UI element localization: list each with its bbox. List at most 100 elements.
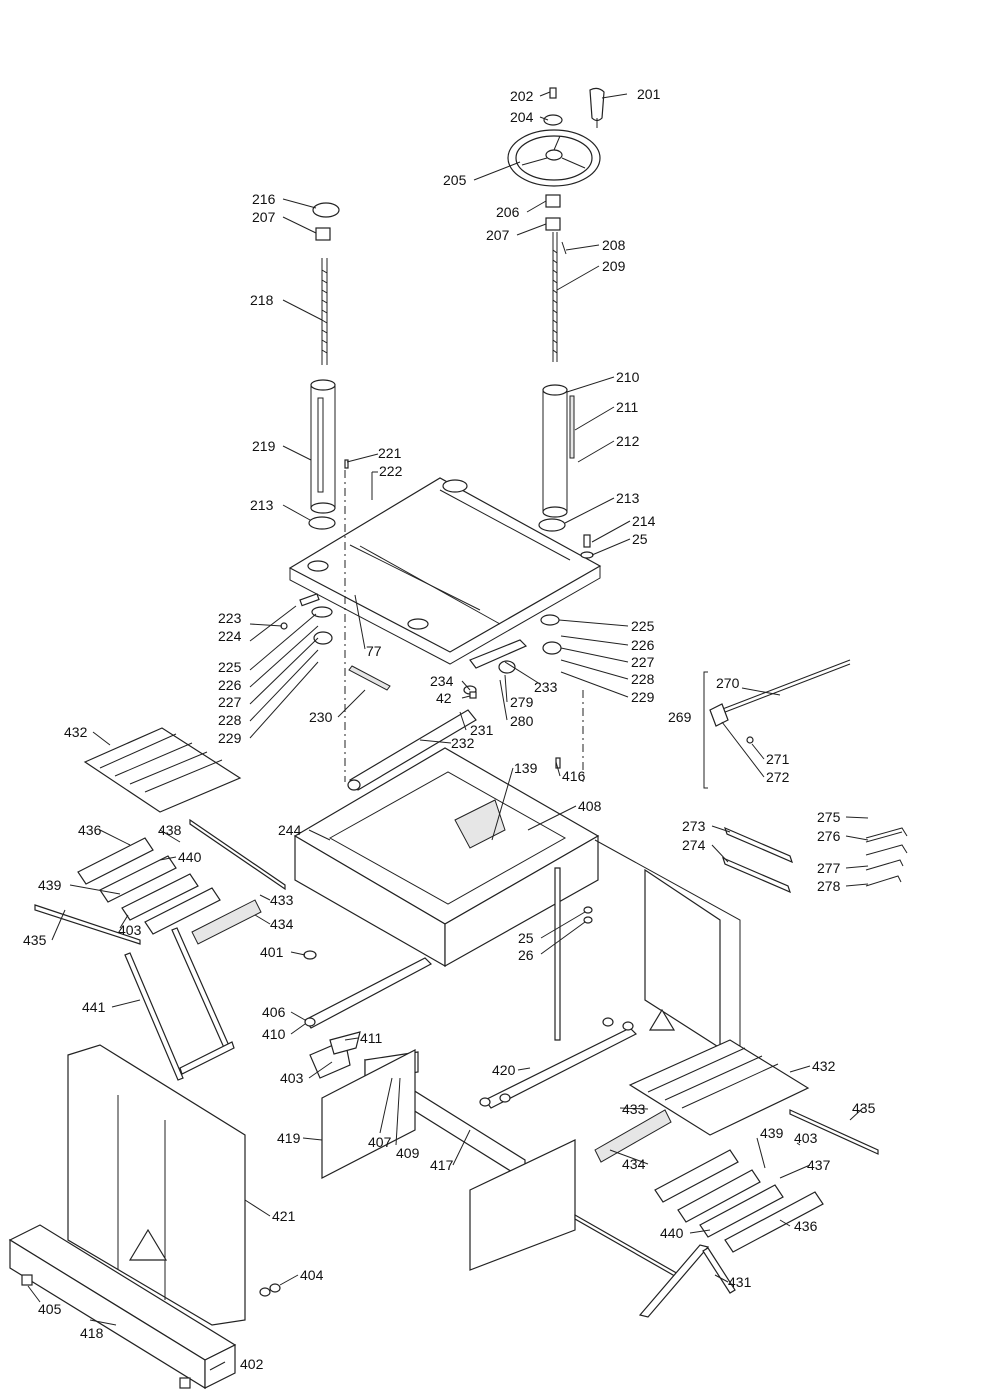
callout-210: 210 <box>616 369 640 385</box>
front-stand-panel <box>67 1044 246 1326</box>
callout-26: 26 <box>518 947 534 963</box>
callout-441: 441 <box>82 999 106 1015</box>
callout-407: 407 <box>368 1134 392 1150</box>
callout-402: 402 <box>240 1356 264 1372</box>
hex-keys <box>865 827 908 887</box>
callout-411: 411 <box>360 1030 383 1046</box>
callout-278: 278 <box>817 878 841 894</box>
callout-204: 204 <box>510 109 534 125</box>
callout-420: 420 <box>492 1062 516 1078</box>
callout-225: 225 <box>631 618 655 634</box>
callout-219: 219 <box>252 438 276 454</box>
outfeed-roller <box>347 709 477 791</box>
callout-208: 208 <box>602 237 626 253</box>
right-roller-extension <box>574 1039 879 1318</box>
callout-25: 25 <box>518 930 534 946</box>
callout-214: 214 <box>632 513 656 529</box>
callout-410: 410 <box>262 1026 286 1042</box>
callout-438: 438 <box>158 822 182 838</box>
fence-rod-assembly <box>703 659 851 789</box>
callout-232: 232 <box>451 735 475 751</box>
callout-275: 275 <box>817 809 841 825</box>
callout-201: 201 <box>637 86 661 102</box>
callout-229: 229 <box>218 730 242 746</box>
callout-401: 401 <box>260 944 284 960</box>
main-table <box>288 477 602 665</box>
callout-440: 440 <box>178 849 202 865</box>
callout-207: 207 <box>486 227 510 243</box>
callout-218: 218 <box>250 292 274 308</box>
callout-434: 434 <box>270 916 294 932</box>
callout-418: 418 <box>80 1325 104 1341</box>
callout-431: 431 <box>728 1274 752 1290</box>
callout-206: 206 <box>496 204 520 220</box>
callout-439: 439 <box>38 877 62 893</box>
callout-273: 273 <box>682 818 706 834</box>
callout-279: 279 <box>510 694 534 710</box>
callout-216: 216 <box>252 191 276 207</box>
callout-436: 436 <box>794 1218 818 1234</box>
callout-224: 224 <box>218 628 242 644</box>
callout-228: 228 <box>631 671 655 687</box>
callout-435: 435 <box>23 932 47 948</box>
callout-labels: 202 201 204 205 206 207 208 209 210 211 … <box>23 86 876 1372</box>
callout-223: 223 <box>218 610 242 626</box>
callout-227: 227 <box>631 654 655 670</box>
callout-209: 209 <box>602 258 626 274</box>
leader-lines <box>27 91 869 1371</box>
callout-234: 234 <box>430 673 454 689</box>
callout-416: 416 <box>562 768 586 784</box>
callout-226: 226 <box>218 677 242 693</box>
callout-404: 404 <box>300 1267 324 1283</box>
callout-205: 205 <box>443 172 467 188</box>
callout-409: 409 <box>396 1145 420 1161</box>
callout-77: 77 <box>366 643 382 659</box>
callout-244: 244 <box>278 822 302 838</box>
callout-274: 274 <box>682 837 706 853</box>
callout-437: 437 <box>807 1157 831 1173</box>
front-foot-bar <box>8 1224 237 1390</box>
callout-439: 439 <box>760 1125 784 1141</box>
base-cabinet <box>293 747 600 968</box>
callout-433: 433 <box>622 1101 646 1117</box>
callout-225: 225 <box>218 659 242 675</box>
handwheel-assembly <box>507 87 605 255</box>
callout-228: 228 <box>218 712 242 728</box>
left-roller-extension <box>34 727 286 1081</box>
callout-403: 403 <box>794 1130 818 1146</box>
callout-269: 269 <box>668 709 692 725</box>
callout-221: 221 <box>378 445 402 461</box>
callout-227: 227 <box>218 694 242 710</box>
callout-436: 436 <box>78 822 102 838</box>
callout-213: 213 <box>616 490 640 506</box>
wrenches <box>722 826 793 894</box>
callout-421: 421 <box>272 1208 296 1224</box>
callout-272: 272 <box>766 769 790 785</box>
callout-432: 432 <box>64 724 88 740</box>
callout-408: 408 <box>578 798 602 814</box>
callout-403: 403 <box>280 1070 304 1086</box>
callout-231: 231 <box>470 722 494 738</box>
callout-277: 277 <box>817 860 841 876</box>
left-elevation-screw <box>312 202 340 365</box>
left-column <box>308 379 336 530</box>
callout-207: 207 <box>252 209 276 225</box>
callout-406: 406 <box>262 1004 286 1020</box>
callout-212: 212 <box>616 433 640 449</box>
callout-440: 440 <box>660 1225 684 1241</box>
callout-222: 222 <box>379 463 403 479</box>
callout-403: 403 <box>118 922 142 938</box>
right-elevation-screw <box>552 232 558 362</box>
callout-270: 270 <box>716 675 740 691</box>
callout-435: 435 <box>852 1100 876 1116</box>
callout-280: 280 <box>510 713 534 729</box>
right-column <box>538 384 575 532</box>
callout-419: 419 <box>277 1130 301 1146</box>
callout-211: 211 <box>616 399 639 415</box>
callout-139: 139 <box>514 760 538 776</box>
callout-25: 25 <box>632 531 648 547</box>
callout-213: 213 <box>250 497 274 513</box>
callout-233: 233 <box>534 679 558 695</box>
callout-226: 226 <box>631 637 655 653</box>
